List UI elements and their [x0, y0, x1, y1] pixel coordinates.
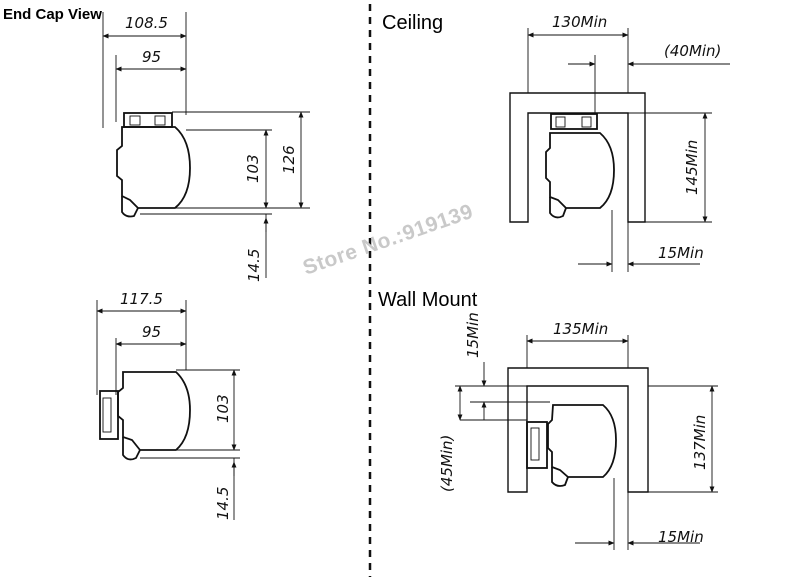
end-cap-top-width-total: 108.5 [125, 14, 168, 32]
ceiling-height-min: 145Min [683, 140, 701, 195]
ceiling-width-min: 130Min [552, 13, 607, 31]
wall-gap-min: 15Min [658, 528, 704, 546]
end-cap-top-height-body: 103 [244, 154, 262, 183]
end-cap-top-drawing [102, 12, 310, 278]
end-cap-bottom-width-body: 95 [142, 323, 161, 341]
end-cap-top-height-total: 126 [280, 145, 298, 174]
ceiling-gap-min: 15Min [658, 244, 704, 262]
wall-mount-title: Wall Mount [378, 289, 478, 311]
ceiling-title: Ceiling [382, 12, 444, 34]
end-cap-view-title: End Cap View [3, 6, 102, 23]
end-cap-bottom-height-body: 103 [214, 394, 232, 423]
wall-mount-drawing [455, 335, 718, 550]
wall-width-min: 135Min [553, 320, 608, 338]
end-cap-bottom-width-total: 117.5 [120, 290, 163, 308]
ceiling-drawing [509, 28, 730, 272]
ceiling-side-min: (40Min) [664, 42, 721, 60]
wall-side-min: (45Min) [438, 435, 456, 492]
end-cap-top-bottom-extra: 14.5 [245, 249, 263, 282]
end-cap-bottom-bottom-extra: 14.5 [214, 487, 232, 520]
end-cap-bottom-drawing [96, 300, 240, 520]
end-cap-top-width-body: 95 [142, 48, 161, 66]
wall-top-min: 15Min [464, 312, 482, 358]
wall-height-min: 137Min [691, 415, 709, 470]
